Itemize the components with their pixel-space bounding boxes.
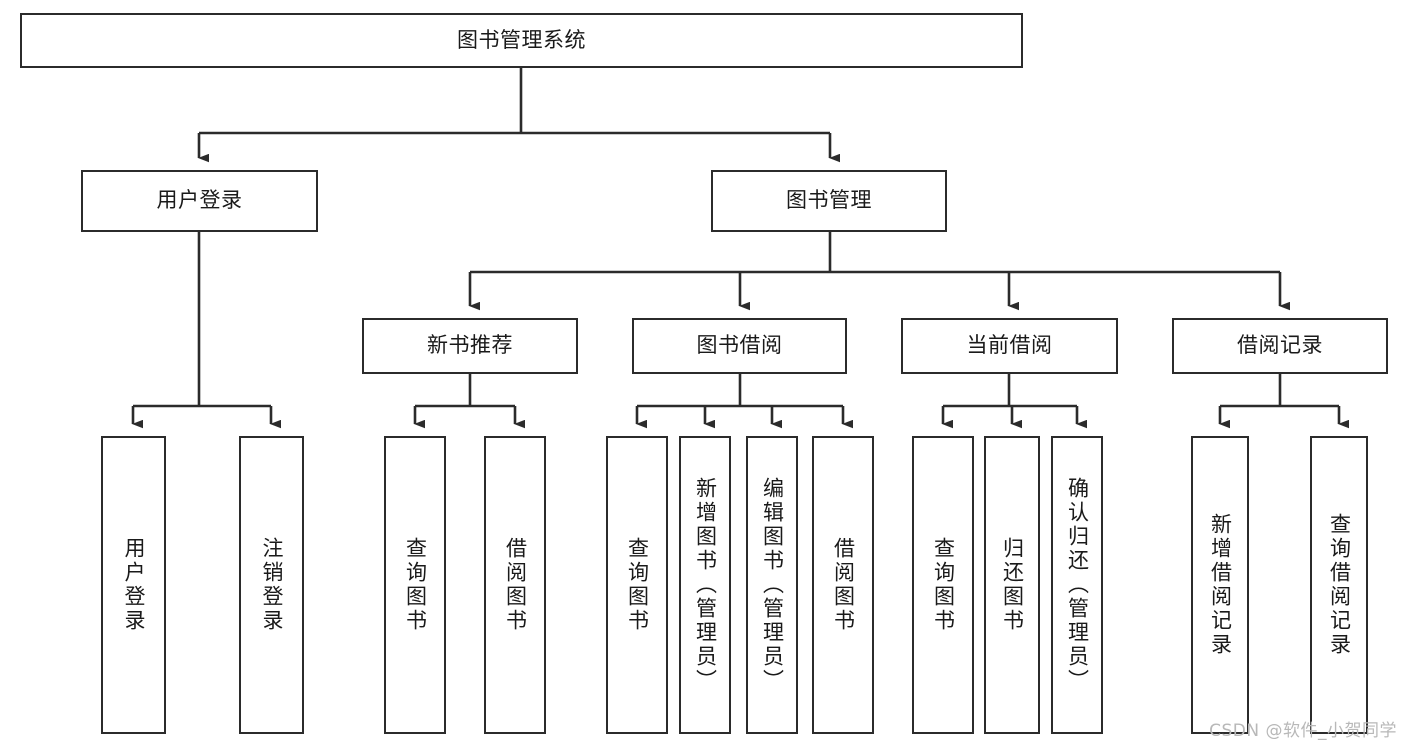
node-leaf-borrow-lend-book[interactable]: 借阅图书 bbox=[812, 436, 874, 734]
node-leaf-cur-confirm-return[interactable]: 确认归还（管理员） bbox=[1051, 436, 1103, 734]
edge-bookborrow-to-leaves bbox=[635, 374, 853, 429]
node-leaf-cur-query-book[interactable]: 查询图书 bbox=[912, 436, 974, 734]
node-leaf-rec-add-record-label: 新增借阅记录 bbox=[1208, 513, 1233, 657]
edge-root-to-level2 bbox=[197, 68, 840, 163]
node-leaf-rec-borrow-book[interactable]: 借阅图书 bbox=[484, 436, 546, 734]
node-leaf-user-login-label: 用户登录 bbox=[122, 537, 146, 633]
node-leaf-cur-return-book-label: 归还图书 bbox=[1000, 537, 1025, 633]
node-leaf-rec-borrow-book-label: 借阅图书 bbox=[503, 537, 528, 633]
node-borrow-record-label: 借阅记录 bbox=[1237, 333, 1323, 358]
node-user-login[interactable]: 用户登录 bbox=[81, 170, 318, 232]
node-leaf-rec-query-book[interactable]: 查询图书 bbox=[384, 436, 446, 734]
node-leaf-rec-add-record[interactable]: 新增借阅记录 bbox=[1191, 436, 1249, 734]
node-current-borrow[interactable]: 当前借阅 bbox=[901, 318, 1118, 374]
node-leaf-rec-query-book-label: 查询图书 bbox=[403, 537, 428, 633]
node-book-borrow-label: 图书借阅 bbox=[696, 333, 783, 358]
node-leaf-borrow-add-book[interactable]: 新增图书（管理员） bbox=[679, 436, 731, 734]
node-leaf-cur-query-book-label: 查询图书 bbox=[931, 537, 956, 633]
node-leaf-borrow-edit-book-label: 编辑图书（管理员） bbox=[760, 477, 785, 693]
node-root[interactable]: 图书管理系统 bbox=[20, 13, 1023, 68]
node-root-label: 图书管理系统 bbox=[457, 27, 586, 52]
node-leaf-cur-return-book[interactable]: 归还图书 bbox=[984, 436, 1040, 734]
edge-bookmanage-to-level3 bbox=[468, 232, 1290, 311]
node-leaf-borrow-edit-book[interactable]: 编辑图书（管理员） bbox=[746, 436, 798, 734]
node-current-borrow-label: 当前借阅 bbox=[966, 333, 1053, 358]
node-user-login-label: 用户登录 bbox=[156, 188, 243, 213]
node-new-book-rec[interactable]: 新书推荐 bbox=[362, 318, 578, 374]
edge-userlogin-to-leaves bbox=[131, 232, 281, 429]
node-leaf-borrow-query-book[interactable]: 查询图书 bbox=[606, 436, 668, 734]
edge-currentborrow-to-leaves bbox=[941, 374, 1087, 429]
node-leaf-borrow-add-book-label: 新增图书（管理员） bbox=[693, 477, 718, 693]
node-leaf-borrow-query-book-label: 查询图书 bbox=[625, 537, 650, 633]
node-leaf-user-login[interactable]: 用户登录 bbox=[101, 436, 166, 734]
edge-borrowrecord-to-leaves bbox=[1218, 374, 1349, 429]
node-book-borrow[interactable]: 图书借阅 bbox=[632, 318, 847, 374]
node-new-book-rec-label: 新书推荐 bbox=[427, 333, 513, 358]
node-book-manage[interactable]: 图书管理 bbox=[711, 170, 947, 232]
node-leaf-cur-confirm-return-label: 确认归还（管理员） bbox=[1065, 477, 1090, 693]
node-book-manage-label: 图书管理 bbox=[786, 188, 872, 213]
node-leaf-rec-query-record-label: 查询借阅记录 bbox=[1327, 513, 1352, 657]
node-leaf-user-logout[interactable]: 注销登录 bbox=[239, 436, 304, 734]
node-leaf-borrow-lend-book-label: 借阅图书 bbox=[831, 537, 856, 633]
edge-newbookrec-to-leaves bbox=[413, 374, 525, 429]
node-borrow-record[interactable]: 借阅记录 bbox=[1172, 318, 1388, 374]
node-leaf-rec-query-record[interactable]: 查询借阅记录 bbox=[1310, 436, 1368, 734]
node-leaf-user-logout-label: 注销登录 bbox=[260, 537, 284, 633]
